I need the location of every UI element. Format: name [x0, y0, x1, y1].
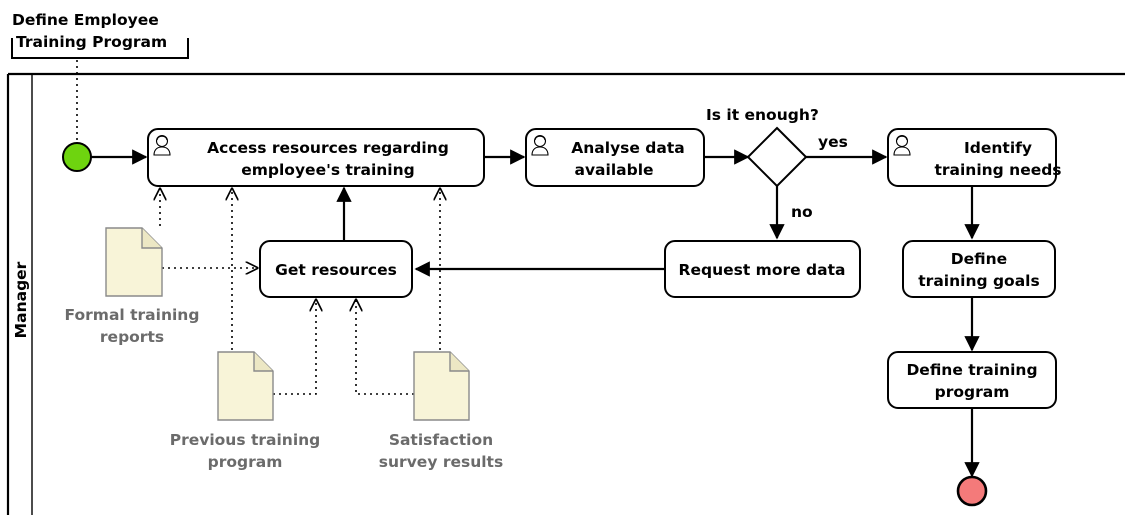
doc-survey-label-2: survey results — [379, 453, 503, 471]
task-get-resources-label: Get resources — [275, 261, 397, 279]
task-define-goals[interactable]: Define training goals — [902, 240, 1056, 298]
gateway-no-label: no — [791, 203, 813, 221]
task-request-more-data[interactable]: Request more data — [664, 240, 861, 298]
doc-survey-label-1: Satisfaction — [389, 431, 493, 449]
process-title-line-2: Training Program — [16, 33, 167, 51]
task-analyse-data[interactable]: Analyse data available — [525, 128, 705, 187]
doc-formal-label-2: reports — [100, 328, 164, 346]
doc-previous-label-2: program — [208, 453, 283, 471]
task-program-label-2: program — [935, 383, 1010, 401]
start-event[interactable] — [62, 142, 92, 172]
task-access-label-2: employee's training — [241, 161, 415, 179]
user-icon — [893, 134, 911, 156]
end-event[interactable] — [956, 475, 988, 507]
task-request-label: Request more data — [679, 261, 846, 279]
data-object-satisfaction-survey[interactable]: Satisfaction survey results — [379, 351, 503, 471]
gateway-diamond[interactable] — [746, 126, 808, 188]
task-define-program[interactable]: Define training program — [887, 351, 1057, 409]
assoc-previous-to-get — [273, 300, 316, 395]
process-title: Define Employee Training Program — [11, 11, 189, 59]
task-access-label-1: Access resources regarding — [207, 139, 449, 157]
task-access-resources[interactable]: Access resources regarding employee's tr… — [147, 128, 485, 187]
data-associations — [160, 189, 440, 395]
gateway-question: Is it enough? — [706, 106, 819, 124]
decision-gateway[interactable]: Is it enough? yes no — [706, 106, 848, 221]
user-icon — [531, 134, 549, 156]
task-identify-label-2: training needs — [934, 161, 1061, 179]
lane-label-manager: Manager — [12, 261, 30, 338]
pool: Manager — [6, 72, 1125, 515]
task-identify-needs[interactable]: Identify training needs — [887, 128, 1062, 187]
task-goals-label-1: Define — [951, 250, 1007, 268]
process-title-line-1: Define Employee — [12, 11, 159, 29]
task-program-label-1: Define training — [906, 361, 1037, 379]
assoc-survey-to-get — [356, 300, 414, 395]
data-object-formal-reports[interactable]: Formal training reports — [65, 227, 200, 346]
task-get-resources[interactable]: Get resources — [259, 240, 413, 298]
task-goals-label-2: training goals — [918, 272, 1039, 290]
data-object-previous-program[interactable]: Previous training program — [170, 351, 321, 471]
task-analyse-label-2: available — [574, 161, 653, 179]
task-identify-label-1: Identify — [964, 139, 1032, 157]
user-icon — [153, 134, 171, 156]
doc-formal-label-1: Formal training — [65, 306, 200, 324]
sequence-flows — [91, 149, 980, 478]
task-analyse-label-1: Analyse data — [571, 139, 684, 157]
doc-previous-label-1: Previous training — [170, 431, 321, 449]
gateway-yes-label: yes — [818, 133, 848, 151]
